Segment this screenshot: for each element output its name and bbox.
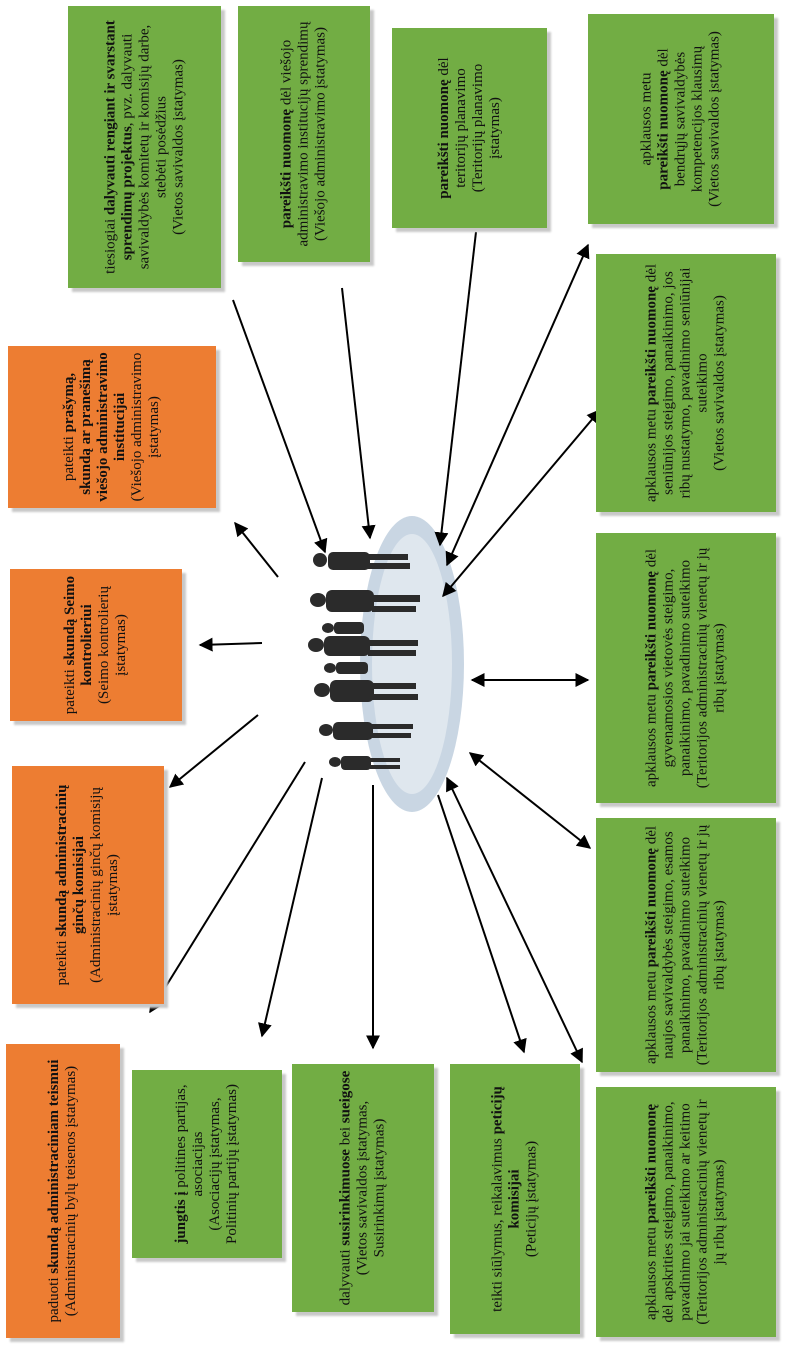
box-gyvenamosios-vietoves: apklausos metu pareikšti nuomonę dėl gyv…: [596, 533, 776, 803]
box-law: (Seimo kontrolierių įstatymas): [96, 586, 129, 704]
box-nuomone-bendruju: apklausos metu pareikšti nuomonę dėl ben…: [588, 14, 774, 224]
box-law: (Teritorijos administracinių vienetų ir …: [694, 824, 728, 1066]
box-law: (Asociacijų įstatymas, Politinių partijų…: [207, 1084, 240, 1244]
box-bold-text: susirinkimuose: [337, 1149, 354, 1246]
box-law: (Vietos savivaldos įstatymas): [170, 59, 186, 235]
box-bold-text: pareikšti nuomonę: [435, 79, 452, 199]
box-bold-text: skundą administraciniam teismui: [46, 1059, 62, 1274]
box-bold-text: pareikšti nuomonę: [643, 848, 660, 968]
box-bold-text: skundą administracinių ginčų komisijai: [54, 784, 87, 937]
box-law: (Teritorijų planavimo įstatymas): [469, 63, 503, 193]
box-naujos-savivaldybes: apklausos metu pareikšti nuomonę dėl nau…: [596, 818, 776, 1072]
box-apskrities: apklausos metu pareikšti nuomonę dėl aps…: [596, 1087, 776, 1337]
box-bold-text: sueigose: [337, 1070, 354, 1124]
box-text: tiesiogiai: [102, 215, 118, 274]
box-text: apklausos metu: [643, 1223, 660, 1320]
box-nuomone-viesojo: pareikšti nuomonę dėl viešojo administra…: [238, 6, 370, 262]
people-silhouettes-icon: [308, 516, 464, 812]
box-bold-text: jungtis į: [173, 1191, 189, 1244]
box-law: (Viešojo administravimo įstatymas): [129, 352, 162, 502]
box-text: apklausos metu: [643, 405, 660, 503]
box-text: dėl apskrities steigimo, panaikinimo, pa…: [660, 1101, 694, 1323]
box-law: (Teritorijos administracinių vienetų ir …: [694, 1099, 728, 1325]
box-law: (Administracinių bylų teisenos įstatymas…: [63, 1065, 79, 1317]
box-text: politines partijas, asociacijas: [173, 1084, 206, 1197]
box-law: (Vietos savivaldos įstatymas, Susirinkim…: [354, 1100, 388, 1276]
box-text: apklausos metu: [643, 967, 660, 1065]
box-text: dalyvauti: [337, 1245, 354, 1306]
box-text: pateikti: [61, 432, 77, 482]
box-law: (Administracinių ginčų komisijų įstatyma…: [88, 787, 121, 983]
box-law: (Peticijų įstatymas): [523, 1140, 540, 1258]
box-text: apklausos metu: [638, 72, 655, 166]
box-seimo-kontrolieriui: pateikti skundą Seimo kontrolieriui (Sei…: [10, 569, 182, 721]
box-text: paduoti: [46, 1273, 62, 1323]
box-law: (Vietos savivaldos įstatymas): [711, 295, 728, 471]
box-peticiju-komisijai: teikti siūlymus, reikalavimus peticijų k…: [450, 1064, 580, 1334]
box-seniunijos: apklausos metu pareikšti nuomonę dėl sen…: [596, 254, 776, 512]
box-law: (Vietos savivaldos įstatymas): [706, 31, 723, 207]
box-text: pateikti: [54, 936, 70, 986]
box-jungtis-partijas: jungtis į politines partijas, asociacija…: [132, 1070, 282, 1258]
box-law: (Viešojo administravimo įstatymas): [312, 26, 329, 242]
box-administraciniu-gincu: pateikti skundą administracinių ginčų ko…: [12, 766, 164, 1004]
box-bold-text: pareikšti nuomonę: [643, 571, 660, 691]
box-text: bei: [337, 1123, 354, 1150]
box-text: apklausos metu: [643, 690, 660, 788]
box-nuomone-teritoriju: pareikšti nuomonę dėl teritorijų planavi…: [392, 28, 547, 228]
box-dalyvauti-rengiant: tiesiogiai dalyvauti rengiant ir svarsta…: [68, 6, 221, 288]
box-bold-text: pareikšti nuomonę: [655, 70, 672, 190]
box-prasyma-skunda: pateikti prašymą, skundą ar pranešimą vi…: [8, 346, 216, 508]
box-susirinkimuose: dalyvauti susirinkimuose bei sueigose (V…: [292, 1064, 434, 1312]
box-bold-text: pareikšti nuomonę: [278, 108, 295, 229]
box-administraciniam-teismui: paduoti skundą administraciniam teismui …: [6, 1044, 120, 1338]
box-bold-text: pareikšti nuomonę: [643, 286, 660, 406]
box-text: teikti siūlymus, reikalavimus: [489, 1134, 506, 1312]
box-bold-text: pareikšti nuomonę: [643, 1104, 660, 1224]
box-text: pateikti: [62, 665, 78, 715]
box-law: (Teritorijos administracinių vienetų ir …: [694, 547, 728, 789]
